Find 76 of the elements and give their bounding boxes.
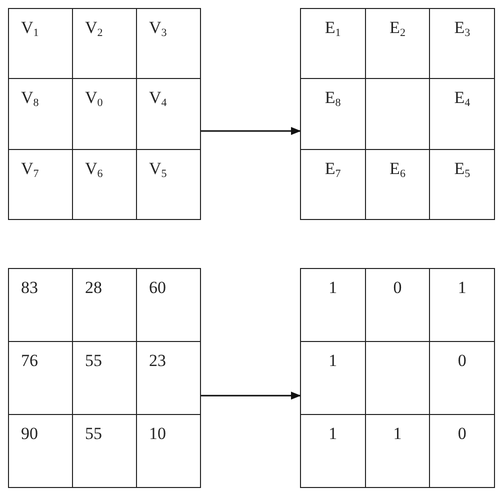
cell-text: E$_{2}$: [390, 19, 406, 40]
cell-text: 90: [21, 425, 38, 444]
table-cell: [366, 9, 430, 80]
cell-text: 0: [458, 352, 466, 371]
cell-text: V$_{5}$: [149, 160, 167, 180]
table-cell: [137, 269, 201, 342]
table-cell: [430, 415, 495, 488]
cell-text: 28: [85, 279, 102, 298]
cell-text: E$_{5}$: [454, 160, 470, 180]
cell-text: V$_{3}$: [149, 19, 167, 40]
table-cell: [137, 150, 201, 220]
table-cell: [9, 150, 73, 220]
cell-text: V$_{6}$: [85, 160, 103, 180]
grid-table: [8, 268, 201, 488]
table-cell: [73, 415, 137, 488]
cell-text: 0: [458, 425, 466, 444]
cell-text: V$_{0}$: [85, 89, 103, 110]
grid-table: [300, 268, 495, 488]
table-cell: [430, 9, 495, 80]
cell-text: 83: [21, 279, 38, 298]
table-cell: [301, 150, 366, 220]
cell-text: E$_{8}$: [324, 89, 341, 110]
cell-text: V$_{7}$: [21, 160, 39, 180]
table-cell: [301, 9, 366, 80]
cell-text: 1: [458, 279, 466, 298]
cell-text: E$_{7}$: [324, 160, 341, 180]
cell-text: V$_{4}$: [149, 89, 167, 110]
table-cell: [430, 79, 495, 150]
cell-text: V$_{1}$: [21, 19, 39, 40]
table-cell: [73, 79, 137, 150]
cell-text: 55: [85, 352, 102, 371]
table-cell: [366, 150, 430, 220]
table-cell: [137, 79, 201, 150]
table-cell: [301, 269, 366, 342]
cell-text: 0: [393, 279, 402, 298]
cell-text: 23: [149, 352, 166, 371]
grid-table: [8, 8, 201, 220]
cell-text: E$_{6}$: [390, 160, 406, 180]
table-cell: [137, 9, 201, 80]
arrow: [201, 126, 301, 135]
table-cell: [430, 269, 495, 342]
table-cell: [137, 342, 201, 415]
grid-table: [300, 8, 495, 220]
table-cell: [366, 269, 430, 342]
cell-text: V$_{2}$: [85, 19, 103, 40]
cell-text: 60: [149, 279, 166, 298]
table-cell: [73, 342, 137, 415]
cell-text: 1: [328, 425, 338, 444]
cell-text: 55: [85, 425, 102, 444]
cell-text: E$_{1}$: [324, 19, 341, 40]
table-cell: [430, 150, 495, 220]
table-cell: [301, 79, 366, 150]
table-cell: [9, 9, 73, 80]
cell-text: 1: [328, 279, 338, 298]
cell-text: V$_{8}$: [21, 89, 39, 110]
cell-text: 1: [393, 425, 402, 444]
table-cell: [9, 79, 73, 150]
table-cell: [73, 269, 137, 342]
table-cell: [366, 342, 430, 415]
table-cell: [366, 415, 430, 488]
table-cell: [9, 269, 73, 342]
table-cell: [430, 342, 495, 415]
cell-text: 1: [328, 352, 338, 371]
table-cell: [73, 9, 137, 80]
table-cell: [366, 79, 430, 150]
table-cell: [9, 415, 73, 488]
cell-text: E$_{3}$: [454, 19, 470, 40]
table-cell: [137, 415, 201, 488]
table-cell: [9, 342, 73, 415]
cell-text: E$_{4}$: [454, 89, 470, 110]
cell-text: 76: [21, 352, 38, 371]
cell-text: 10: [149, 425, 166, 444]
table-cell: [301, 342, 366, 415]
table-cell: [73, 150, 137, 220]
table-cell: [301, 415, 366, 488]
arrow: [201, 392, 301, 400]
